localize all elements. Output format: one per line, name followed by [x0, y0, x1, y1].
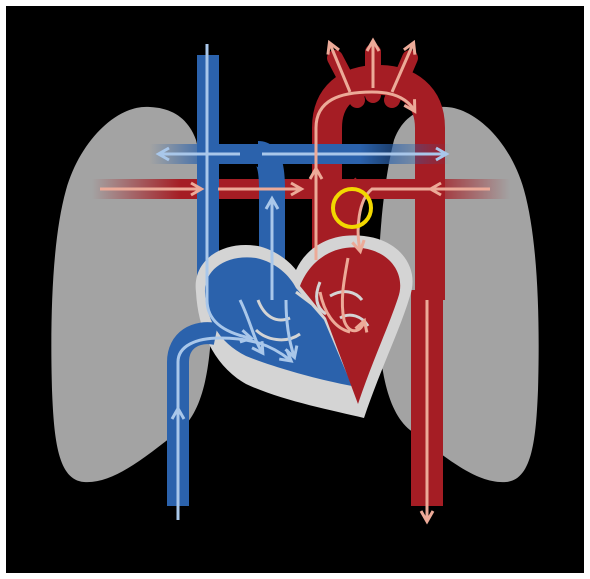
fetal-circulation-diagram: [0, 0, 590, 579]
